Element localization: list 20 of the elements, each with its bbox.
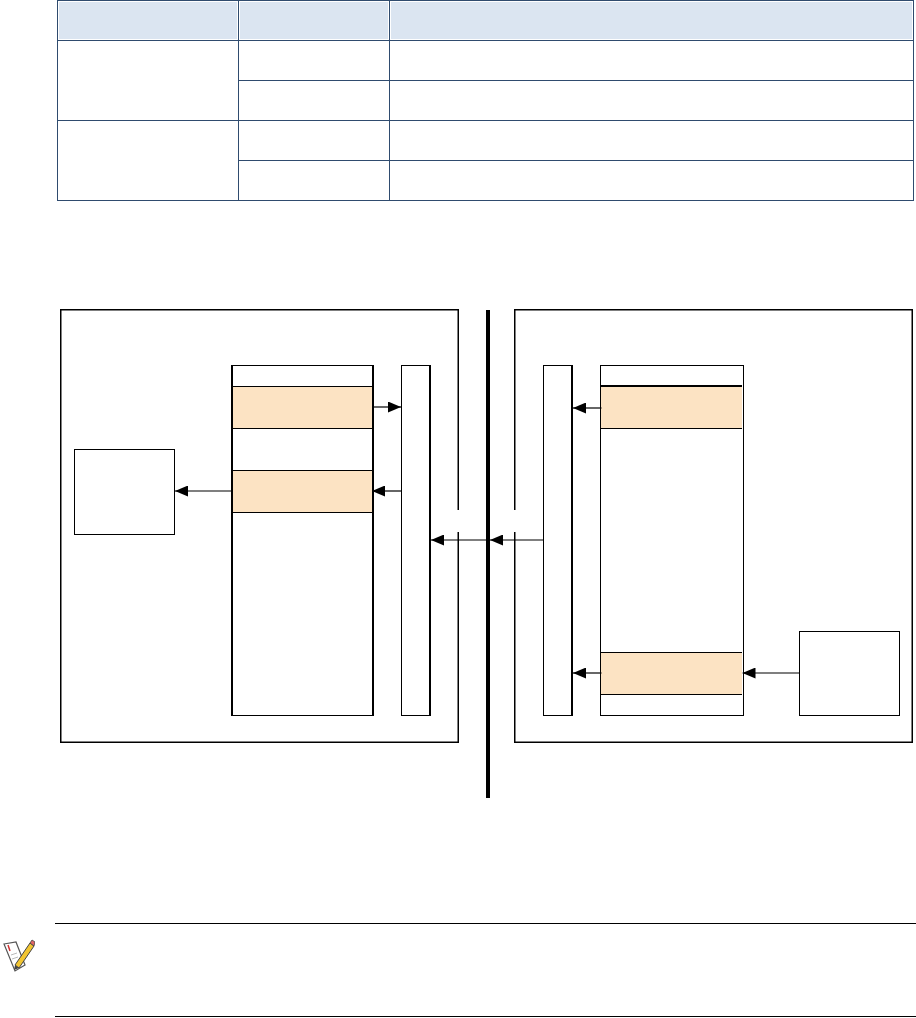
outer-frame (60, 309, 459, 743)
block (74, 449, 175, 535)
outer-frame (514, 309, 913, 743)
shaded-band (601, 384, 742, 429)
block (799, 631, 900, 716)
arrow (572, 402, 603, 414)
arrow (572, 667, 603, 679)
narrow-bar (543, 365, 573, 716)
arrow (741, 667, 800, 679)
narrow-bar (401, 365, 431, 716)
arrow (174, 485, 234, 497)
arrow (371, 485, 402, 497)
column-block (600, 365, 744, 716)
shaded-band (601, 651, 742, 695)
shaded-band (233, 385, 372, 429)
column-block (231, 365, 374, 716)
arrow (489, 534, 544, 546)
shaded-band (233, 469, 372, 513)
arrow (430, 534, 487, 546)
arrow (371, 401, 402, 413)
